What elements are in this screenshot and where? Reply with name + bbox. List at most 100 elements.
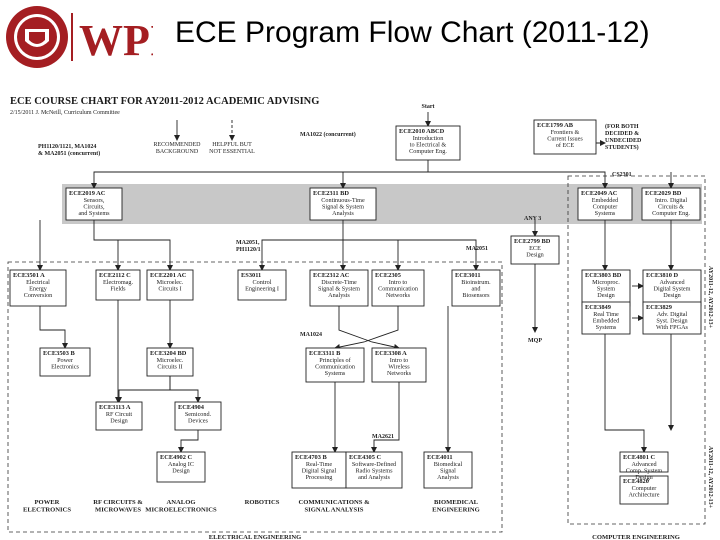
course-code-ece2311: ECE2311 BD (313, 190, 349, 197)
course-desc-ece4305: Software-Defined (352, 461, 397, 468)
course-desc-ece2019: Circuits, (83, 204, 105, 211)
course-box-ece3204 (146, 347, 194, 377)
course-code-ece2010: ECE2010 ABCD (399, 128, 445, 135)
course-desc-ece3308: Wireless (388, 364, 410, 371)
area-label: SIGNAL ANALYSIS (305, 507, 364, 514)
course-desc-ece3311: Principles of (319, 357, 351, 364)
course-box-ece2799 (510, 235, 560, 265)
course-desc-ece3503: Electronics (51, 364, 79, 371)
course-desc-ece4703: Digital Signal (302, 468, 337, 475)
course-desc-ece2019: and Systems (78, 210, 110, 217)
legend-helpful: HELPFUL BUT (212, 142, 252, 148)
course-desc-ece4801: Design (635, 474, 653, 481)
prereq-arrow (343, 239, 401, 271)
course-desc-ece2029: Circuits & (658, 204, 684, 211)
area-label: BIOMEDICAL (434, 499, 479, 506)
course-desc-ece4305: and Analysis (358, 474, 390, 481)
course-desc-ece3113: Design (110, 418, 128, 425)
course-code-es3011: ES3011 (241, 272, 261, 279)
course-desc-ece4902: Analog IC (168, 461, 194, 468)
course-code-ece2312: ECE2312 AC (313, 272, 350, 279)
course-box-ece4305 (345, 451, 403, 489)
note-ph-ma: & MA2051 (concurrent) (38, 150, 100, 157)
prereq-arrow (334, 306, 399, 350)
course-box-ece3011 (451, 269, 501, 307)
course-box-es3011 (237, 269, 287, 301)
course-desc-ece3113: RF Circuit (106, 411, 133, 418)
course-code-ece3829: ECE3829 (646, 304, 672, 311)
course-code-ece4011: ECE4011 (427, 454, 453, 461)
course-box-ece2305 (371, 269, 425, 307)
course-code-ece3308: ECE3308 A (375, 350, 407, 357)
course-desc-ece3011: Bioinstrum. (461, 279, 491, 286)
course-desc-ece3204: Microelec. (157, 357, 184, 364)
footer-ee: ELECTRICAL ENGINEERING (209, 534, 302, 540)
note-ma2051: MA2051 (466, 246, 488, 252)
note-for-both: STUDENTS) (605, 144, 639, 151)
course-desc-ece3011: Biosensors (462, 292, 490, 299)
course-code-ece2049: ECE2049 AC (581, 190, 618, 197)
note-ma2621: MA2621 (372, 434, 394, 440)
course-desc-ece2049: Systems (595, 210, 616, 217)
course-desc-ece3311: Systems (325, 370, 346, 377)
course-desc-ece3849: Real Time (593, 311, 619, 318)
course-desc-ece3810: Design (663, 292, 681, 299)
course-desc-ece2311: Continuous-Time (321, 197, 365, 204)
course-desc-ece2799: ECE (529, 245, 541, 252)
course-desc-ece4820: Architecture (629, 492, 660, 499)
course-box-ece2312 (309, 269, 369, 307)
note-ma1022: MA1022 (concurrent) (300, 131, 356, 138)
course-desc-ece3829: With FPGAs (656, 324, 688, 331)
prereq-arrow (169, 376, 201, 403)
course-box-ece2029 (641, 187, 701, 221)
slide-title: ECE Program Flow Chart (2011-12) (175, 16, 650, 49)
course-desc-ece2049: Computer (593, 204, 618, 211)
course-code-ece3011: ECE3011 (455, 272, 481, 279)
course-desc-ece2112: Electromag. (103, 279, 134, 286)
course-box-ece3503 (39, 347, 91, 377)
course-desc-ece4305: Radio Systems (356, 468, 394, 475)
note-ma2051-ph: MA2051, (236, 240, 260, 246)
legend-recommended: BACKGROUND (156, 149, 199, 155)
course-desc-ece3829: Syst. Design (656, 318, 687, 325)
course-desc-ece4902: Design (172, 468, 190, 475)
course-box-ece1799 (533, 119, 597, 155)
course-desc-ece2312: Signal & System (318, 286, 360, 293)
area-label: COMMUNICATIONS & (298, 499, 370, 506)
prereq-arrow (371, 382, 400, 453)
course-box-ece3308 (371, 347, 427, 383)
course-desc-ece3810: Digital System (654, 286, 691, 293)
course-desc-ece4801: Comp. System (626, 468, 663, 475)
note-ma1024: MA1024 (300, 332, 322, 338)
note-ph-ma: PH1120/1121, MA1024 (38, 144, 96, 150)
prereq-arrow (93, 220, 121, 271)
course-code-ece3803: ECE3803 BD (585, 272, 622, 279)
course-desc-ece3849: Embedded (593, 318, 620, 325)
course-code-ece3503: ECE3503 B (43, 350, 76, 357)
course-desc-ece3501: Conversion (24, 292, 53, 299)
course-desc-ece4904: Devices (188, 418, 209, 425)
course-desc-ece1799: of ECE (556, 142, 575, 149)
prereq-arrow (39, 306, 68, 349)
ee-region (7, 261, 503, 533)
course-desc-ece3849: Systems (596, 324, 617, 331)
course-desc-ece2019: Sensors, (84, 197, 105, 204)
course-desc-ece3803: Design (597, 292, 615, 299)
course-desc-ece3803: System (597, 286, 615, 293)
course-code-ece2019: ECE2019 AC (69, 190, 106, 197)
course-box-ece3113 (95, 401, 143, 431)
course-code-ece3849: ECE3849 (585, 304, 611, 311)
course-desc-ece3810: Advanced (659, 279, 685, 286)
course-box-ece2311 (309, 187, 377, 221)
course-box-ece4820 (619, 475, 669, 505)
year-label-lower: AY2011-12, AY2012-13+ (707, 446, 713, 509)
course-box-ece2049 (577, 187, 633, 221)
course-box-ece3829 (642, 301, 702, 335)
course-code-ece3810: ECE3810 D (646, 272, 679, 279)
course-desc-ece2049: Embedded (592, 197, 619, 204)
course-code-ece4904: ECE4904 (178, 404, 205, 411)
prereq-arrow (94, 239, 173, 271)
course-desc-ece3829: Adv. Digital (657, 311, 688, 318)
course-desc-es3011: Control (253, 279, 272, 286)
course-box-ece3803 (581, 269, 631, 307)
